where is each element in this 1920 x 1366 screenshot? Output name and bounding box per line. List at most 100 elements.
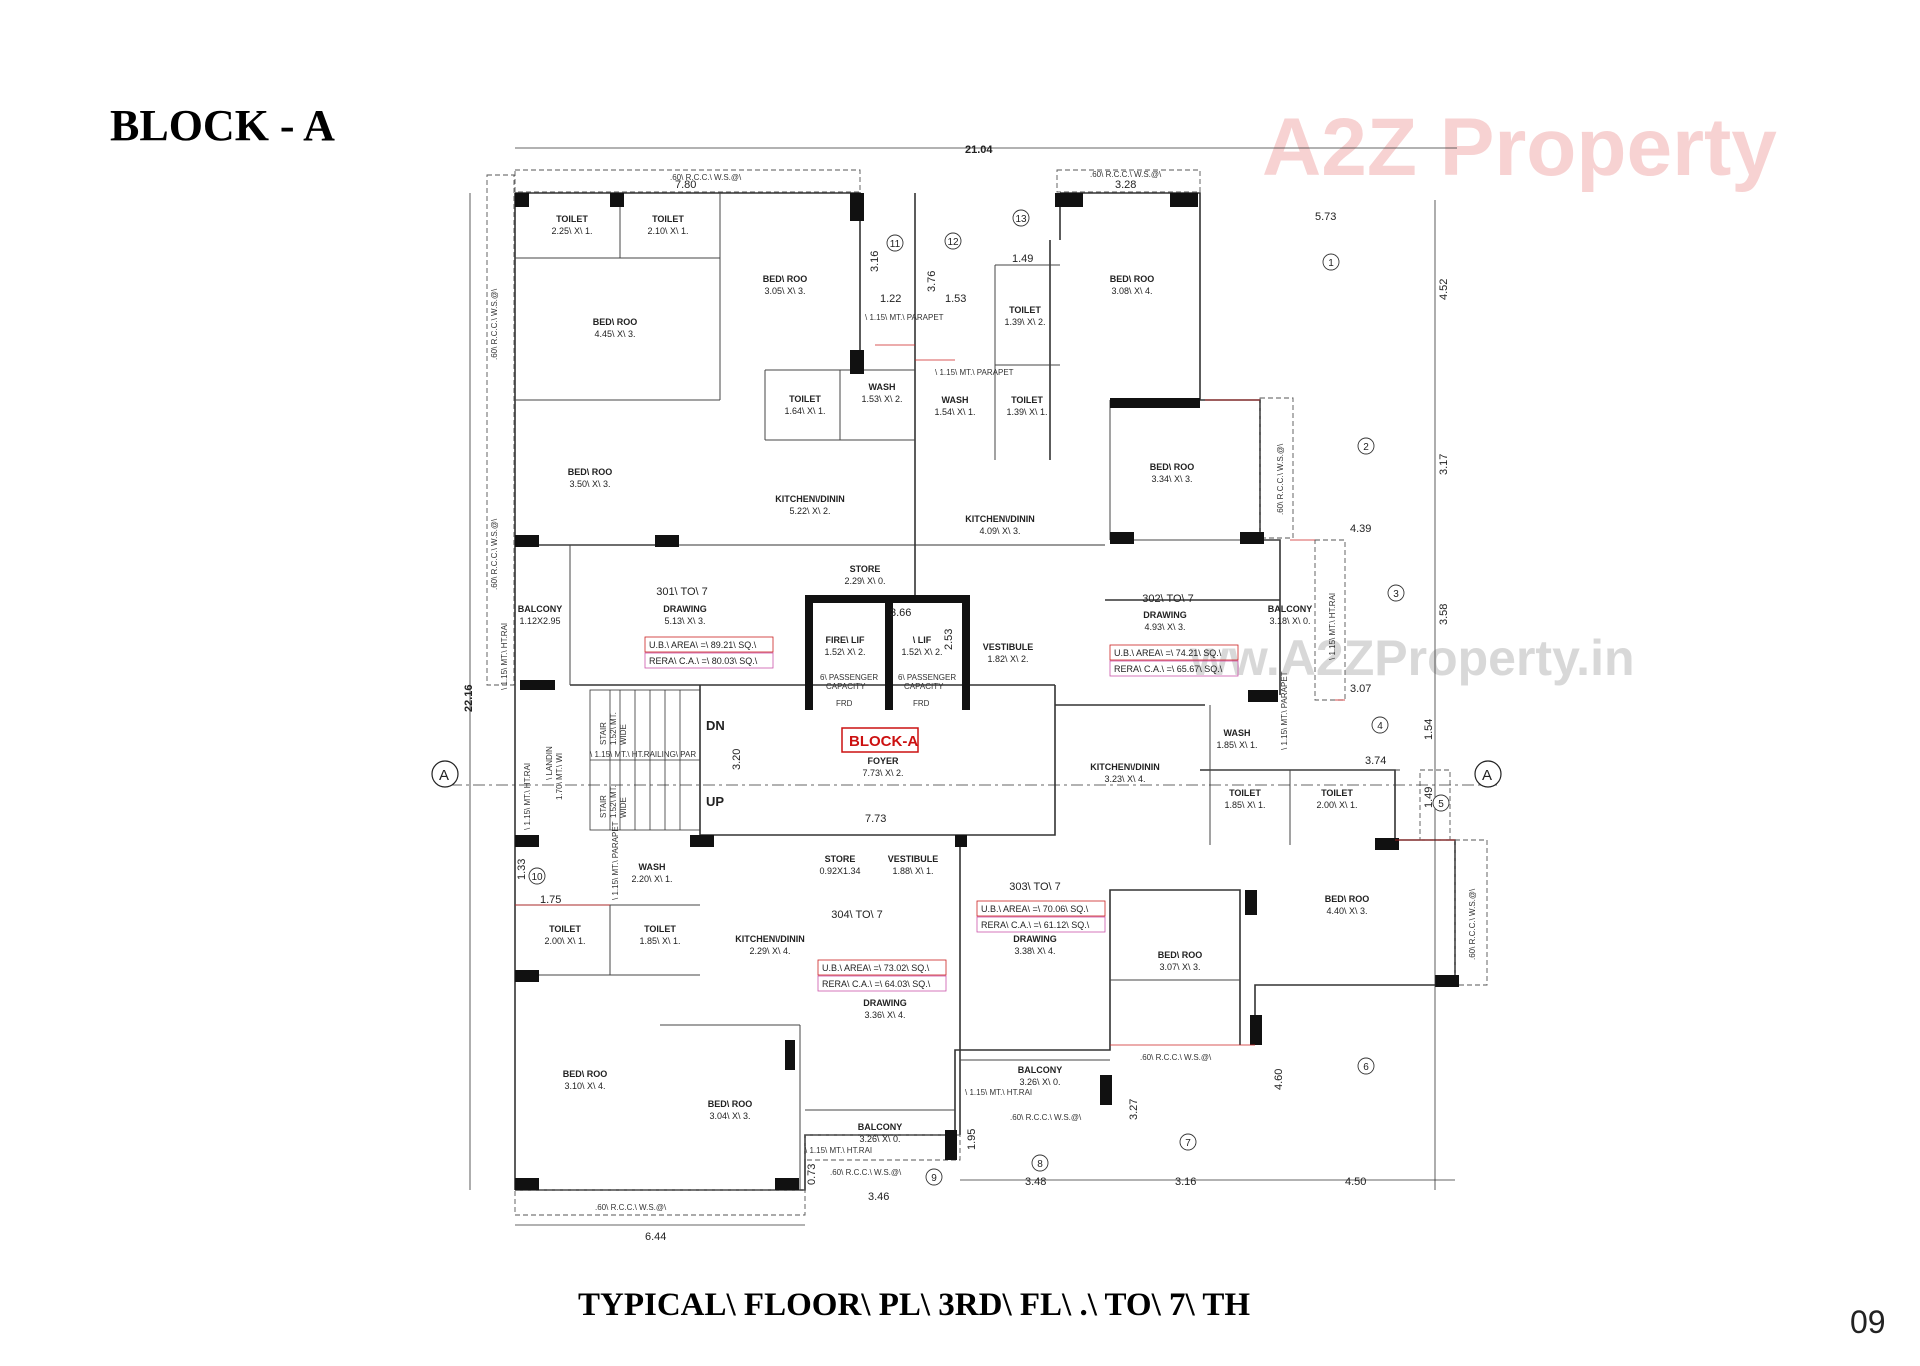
- room-size: 1.82\ X\ 2.: [987, 654, 1028, 664]
- room-size: 3.50\ X\ 3.: [569, 479, 610, 489]
- dim-lift-depth: 2.53: [943, 629, 955, 650]
- room-name: DRAWING: [663, 604, 707, 614]
- room-size: 3.04\ X\ 3.: [709, 1111, 750, 1121]
- room-name: TOILET: [1229, 788, 1261, 798]
- room-name: BALCONY: [1018, 1065, 1063, 1075]
- room-size: 3.34\ X\ 3.: [1151, 474, 1192, 484]
- room-name: BED\ ROO: [708, 1099, 753, 1109]
- room-size: 2.29\ X\ 4.: [749, 946, 790, 956]
- room-name: VESTIBULE: [983, 642, 1034, 652]
- room-name: TOILET: [644, 924, 676, 934]
- ub-area: U.B.\ AREA\ =\ 70.06\ SQ.\: [981, 904, 1089, 914]
- ub-area-box: [1109, 644, 1239, 661]
- grid-marker: [1031, 1154, 1049, 1172]
- room-name: BED\ ROO: [563, 1069, 608, 1079]
- room-name: WASH: [639, 862, 666, 872]
- dim-5-73: 5.73: [1315, 211, 1336, 223]
- rera-area: RERA\ C.A.\ =\ 61.12\ SQ.\: [981, 920, 1090, 930]
- room-name: DRAWING: [1013, 934, 1057, 944]
- grid-marker-label: 9: [931, 1173, 937, 1184]
- grid-marker-label: 1: [1328, 258, 1334, 269]
- room-name: TOILET: [1321, 788, 1353, 798]
- room-size: 3.23\ X\ 4.: [1104, 774, 1145, 784]
- dim-bottom-mid: 3.46: [868, 1191, 889, 1203]
- room-name: KITCHEN\/DININ: [775, 494, 845, 504]
- room-size: 3.26\ X\ 0.: [859, 1134, 900, 1144]
- section-marker-left: [431, 760, 459, 788]
- rcc-note-left-top: .60\ R.C.C.\ W.S.@\: [490, 288, 499, 360]
- partitions: [515, 193, 1400, 1190]
- dim-3-27: 3.27: [1128, 1099, 1140, 1120]
- dim-4-39: 4.39: [1350, 523, 1371, 535]
- ub-area: U.B.\ AREA\ =\ 74.21\ SQ.\: [1114, 648, 1222, 658]
- dim-1-75: 1.75: [540, 894, 561, 906]
- unit-boundary-lines: [515, 344, 1455, 1046]
- dim-3-48: 3.48: [1025, 1176, 1046, 1188]
- room-name: \ LIF: [913, 635, 932, 645]
- block-label-box: [841, 727, 919, 753]
- room-name: BALCONY: [518, 604, 563, 614]
- building-outline: [514, 192, 1456, 1191]
- capacity-lift: CAPACITY: [904, 682, 944, 691]
- room-size: 2.00\ X\ 1.: [544, 936, 585, 946]
- rera-area: RERA\ C.A.\ =\ 64.03\ SQ.\: [822, 979, 931, 989]
- frd-fire: FRD: [836, 699, 853, 708]
- room-name: WASH: [869, 382, 896, 392]
- parapet-note-bottom: \ 1.15\ MT.\ PARAPET: [611, 821, 620, 900]
- room-size: 4.93\ X\ 3.: [1144, 622, 1185, 632]
- dim-stair-run: 3.20: [731, 749, 743, 770]
- ub-area: U.B.\ AREA\ =\ 73.02\ SQ.\: [822, 963, 930, 973]
- ub-area-box: [644, 636, 774, 653]
- stair-label-bottom: STAIR: [599, 795, 608, 818]
- room-name: TOILET: [549, 924, 581, 934]
- flat-id: 304\ TO\ 7: [831, 909, 883, 921]
- room-name: BED\ ROO: [1150, 462, 1195, 472]
- landing-size-note: 1.70\ MT.\ WI: [555, 753, 564, 800]
- room-size: 1.53\ X\ 2.: [861, 394, 902, 404]
- rera-area-box: [817, 975, 947, 992]
- room-size: 2.10\ X\ 1.: [647, 226, 688, 236]
- dim-1-54: 1.54: [1423, 719, 1435, 740]
- dim-foyer-width: 7.73: [865, 813, 886, 825]
- grid-marker: [1179, 1133, 1197, 1151]
- grid-marker: [1357, 437, 1375, 455]
- grid-marker-label: 2: [1363, 442, 1369, 453]
- parapet-note-mid: \ 1.15\ MT.\ PARAPET: [935, 368, 1014, 377]
- rcc-note-top-right: .60\ R.C.C.\ W.S.@\: [1090, 170, 1162, 179]
- grid-marker: [886, 234, 904, 252]
- rail-note-right: \ 1.15\ MT.\ HT.RAI: [1328, 593, 1337, 660]
- rera-area: RERA\ C.A.\ =\ 65.67\ SQ.\: [1114, 664, 1223, 674]
- dim-overall-depth: 22.16: [463, 684, 475, 712]
- room-name: TOILET: [556, 214, 588, 224]
- room-name: TOILET: [1009, 305, 1041, 315]
- room-size: 1.85\ X\ 1.: [1224, 800, 1265, 810]
- room-size: 1.52\ X\ 2.: [901, 647, 942, 657]
- section-marker-right: [1474, 760, 1502, 788]
- section-line: A A: [431, 760, 1502, 788]
- structural-columns: [515, 193, 1459, 1190]
- room-name: VESTIBULE: [888, 854, 939, 864]
- room-size: 3.36\ X\ 4.: [864, 1010, 905, 1020]
- railing-para-note: \ 1.15\ MT.\ HT.RAI: [523, 763, 532, 830]
- dim-3-74: 3.74: [1365, 755, 1386, 767]
- grid-marker-label: 3: [1393, 589, 1399, 600]
- room-name: WASH: [1224, 728, 1251, 738]
- watermark-url: ww.A2ZProperty.in: [1189, 630, 1635, 686]
- parapet-note-right: \ 1.15\ MT.\ PARAPET: [1280, 671, 1289, 750]
- stair-width-top: 1.52\ MT.: [609, 712, 618, 745]
- page-title: BLOCK - A: [110, 101, 335, 150]
- rail-note-left: \ 1.15\ MT.\ HT.RAI: [500, 623, 509, 690]
- room-name: TOILET: [1011, 395, 1043, 405]
- dim-1-49: 1.49: [1012, 253, 1033, 265]
- room-size: 5.22\ X\ 2.: [789, 506, 830, 516]
- room-size: 5.13\ X\ 3.: [664, 616, 705, 626]
- dim-4-60: 4.60: [1273, 1069, 1285, 1090]
- grid-marker-label: 13: [1015, 214, 1027, 225]
- room-name: BALCONY: [1268, 604, 1313, 614]
- room-size: 0.92X1.34: [819, 866, 860, 876]
- watermark-logo-text: A2Z Property: [1262, 102, 1777, 193]
- room-size: 2.25\ X\ 1.: [551, 226, 592, 236]
- stair-wide-top: WIDE: [619, 724, 628, 745]
- rail-note-bottom-left: \ 1.15\ MT.\ HT.RAI: [805, 1146, 872, 1155]
